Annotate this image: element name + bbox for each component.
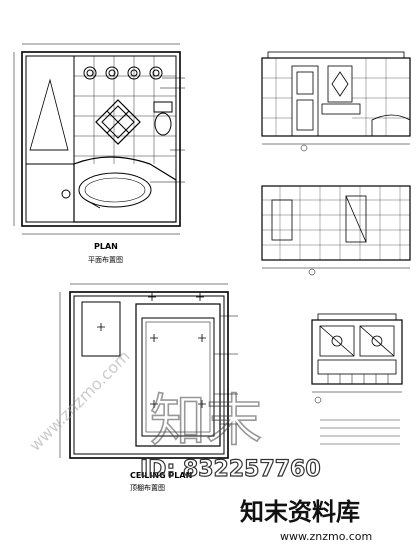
floor-plan-subtitle: 平面布置图 — [88, 255, 123, 264]
floor-tile-grid — [74, 56, 176, 164]
ceiling-plan — [59, 283, 238, 459]
ceiling-plan-title: CEILING PLAN — [130, 471, 192, 480]
floor-plan-dimensions — [13, 43, 180, 235]
floor-plan — [13, 43, 185, 235]
elevation-3 — [311, 313, 403, 445]
toilet — [153, 101, 173, 136]
watermark-id: ID: 832257760 — [140, 457, 321, 482]
elevation-2 — [261, 185, 411, 276]
vanity-fixtures — [83, 66, 163, 80]
watermark-brand: 知末资料库 — [240, 498, 360, 526]
floor-drain — [61, 189, 71, 199]
elevation-1 — [261, 51, 411, 152]
ceiling-lights — [97, 293, 206, 408]
bathtub — [73, 156, 177, 223]
watermark-url: www.znzmo.com — [280, 530, 372, 543]
floor-plan-leaders — [150, 77, 185, 183]
floor-plan-title: PLAN — [94, 242, 118, 251]
watermark: 知末 ID: 832257760 知末资料库 www.znzmo.com www… — [25, 347, 372, 543]
watermark-large-logo: 知末 — [150, 389, 262, 454]
floor-medallion — [95, 99, 141, 145]
ceiling-plan-subtitle: 顶棚布置图 — [130, 483, 165, 492]
watermark-diagonal-url: www.znzmo.com — [25, 347, 133, 455]
